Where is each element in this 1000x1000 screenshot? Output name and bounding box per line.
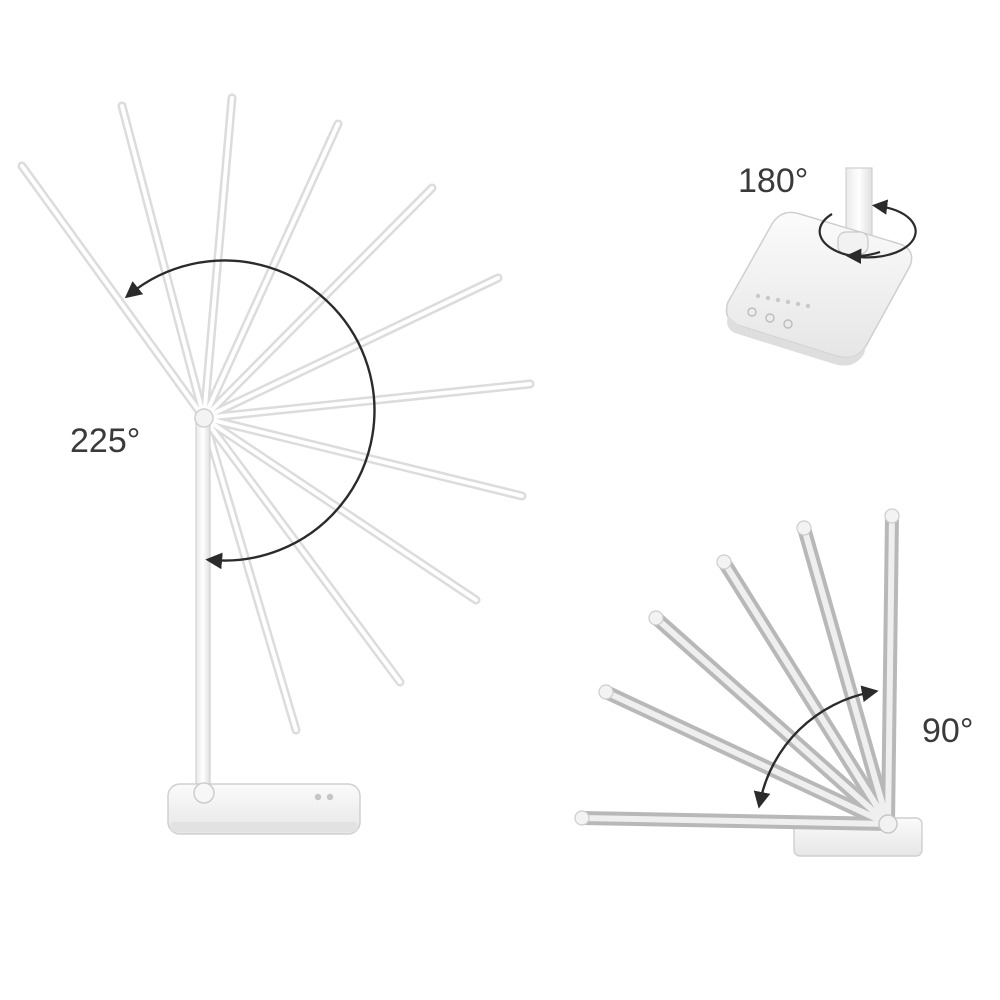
rotation-arrow-icon — [845, 248, 881, 264]
rotation-arrow-icon — [753, 685, 879, 809]
power-icon — [314, 793, 322, 801]
lamp-stem — [195, 417, 211, 789]
pivot-joint — [878, 814, 898, 834]
lamp-base — [167, 783, 361, 835]
power-icon — [747, 307, 757, 317]
rotation-label-180: 180° — [738, 162, 809, 200]
mode-icon — [765, 313, 775, 323]
rotation-label-225: 225° — [70, 422, 141, 460]
mode-icon — [326, 793, 334, 801]
base-hinge — [837, 231, 869, 255]
fan-225-group — [17, 93, 535, 835]
lamp-base-shadow — [727, 316, 866, 366]
base-180-group — [725, 167, 917, 366]
fold-90-group — [574, 508, 923, 857]
pivot-joint — [194, 408, 214, 428]
rotation-label-90: 90° — [922, 712, 974, 750]
fan-225-arms — [17, 93, 535, 735]
brightness-dot-icon — [755, 293, 811, 309]
mode-icon — [783, 319, 793, 329]
arm-end-caps — [574, 508, 900, 826]
lamp-base-shadow — [170, 822, 358, 832]
base-hinge — [193, 782, 215, 804]
rotation-arrow-icon — [818, 199, 917, 259]
rotation-arrow-icon — [124, 259, 376, 570]
